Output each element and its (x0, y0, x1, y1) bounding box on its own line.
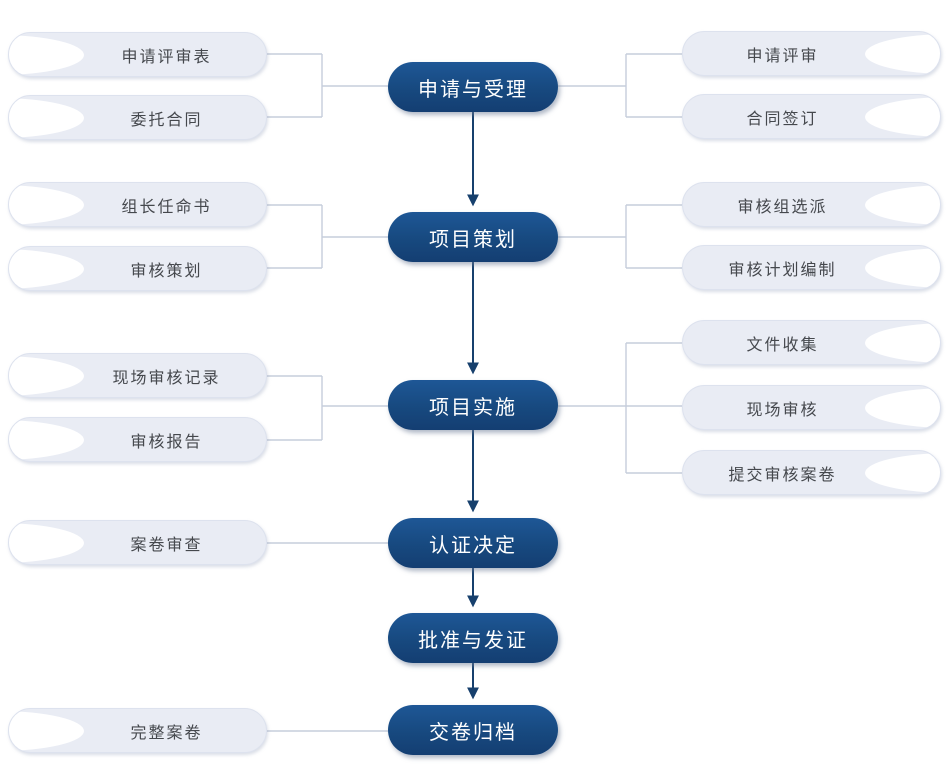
right-item-document-collection: 文件收集 (682, 320, 941, 365)
pill-label: 文件收集 (746, 334, 819, 354)
pill-label: 提交审核案卷 (728, 464, 837, 484)
crescent-decoration (9, 248, 84, 289)
crescent-decoration (9, 522, 84, 563)
stage-label: 交卷归档 (429, 719, 517, 744)
pill-label: 组长任命书 (121, 196, 212, 216)
pill-label: 合同签订 (746, 108, 819, 128)
pill-label: 审核组选派 (737, 196, 828, 216)
stage-node-project-implementation: 项目实施 (388, 380, 558, 430)
left-item-complete-file: 完整案卷 (8, 708, 267, 753)
crescent-decoration (9, 34, 84, 75)
pill-label: 案卷审查 (130, 534, 203, 554)
left-item-application-review-form: 申请评审表 (8, 32, 267, 77)
left-item-leader-appointment: 组长任命书 (8, 182, 267, 227)
left-item-entrust-contract: 委托合同 (8, 95, 267, 140)
stage-label: 认证决定 (429, 532, 517, 557)
crescent-decoration (865, 96, 940, 137)
stage-node-approval-issue-certificate: 批准与发证 (388, 613, 558, 663)
stage-label: 申请与受理 (418, 76, 528, 101)
right-item-application-review: 申请评审 (682, 31, 941, 76)
stage-label: 项目策划 (429, 226, 517, 251)
right-item-contract-signing: 合同签订 (682, 94, 941, 139)
left-item-file-review: 案卷审查 (8, 520, 267, 565)
pill-label: 现场审核 (746, 399, 819, 419)
crescent-decoration (865, 452, 940, 493)
stage-node-application-acceptance: 申请与受理 (388, 62, 558, 112)
crescent-decoration (9, 355, 84, 396)
crescent-decoration (865, 387, 940, 428)
crescent-decoration (865, 247, 940, 288)
pill-label: 审核策划 (130, 260, 203, 280)
stage-node-project-planning: 项目策划 (388, 212, 558, 262)
left-item-audit-planning: 审核策划 (8, 246, 267, 291)
stage-node-certification-decision: 认证决定 (388, 518, 558, 568)
right-item-audit-plan-preparation: 审核计划编制 (682, 245, 941, 290)
crescent-decoration (9, 97, 84, 138)
pill-label: 现场审核记录 (112, 367, 221, 387)
crescent-decoration (865, 322, 940, 363)
stage-node-archive-files: 交卷归档 (388, 705, 558, 755)
left-item-onsite-audit-records: 现场审核记录 (8, 353, 267, 398)
left-item-audit-report: 审核报告 (8, 417, 267, 462)
stage-label: 项目实施 (429, 394, 517, 419)
right-item-submit-audit-file: 提交审核案卷 (682, 450, 941, 495)
crescent-decoration (9, 710, 84, 751)
crescent-decoration (865, 33, 940, 74)
pill-label: 完整案卷 (130, 722, 203, 742)
pill-label: 审核计划编制 (728, 259, 837, 279)
pill-label: 委托合同 (130, 109, 203, 129)
right-item-onsite-audit: 现场审核 (682, 385, 941, 430)
crescent-decoration (865, 184, 940, 225)
crescent-decoration (9, 419, 84, 460)
crescent-decoration (9, 184, 84, 225)
stage-label: 批准与发证 (418, 627, 528, 652)
pill-label: 审核报告 (130, 431, 203, 451)
right-item-audit-team-selection: 审核组选派 (682, 182, 941, 227)
pill-label: 申请评审 (746, 45, 819, 65)
pill-label: 申请评审表 (121, 46, 212, 66)
